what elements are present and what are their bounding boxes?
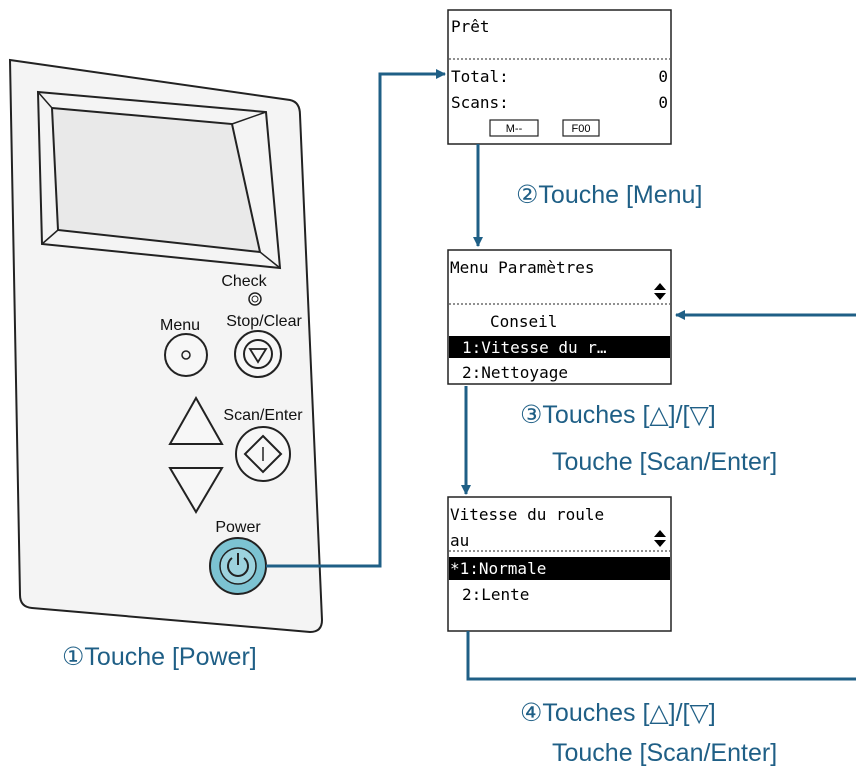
menu-item-selected: 1:Vitesse du r… <box>462 338 607 357</box>
scans-label: Scans: <box>451 93 509 112</box>
roller-title-line2: au <box>450 531 469 550</box>
step1-caption: ①Touche [Power] <box>62 643 257 671</box>
mode-badge: M-- <box>506 123 523 135</box>
menu-title: Menu Paramètres <box>450 258 595 277</box>
connector-power-to-ready <box>266 69 446 568</box>
scan-enter-button[interactable] <box>235 426 291 482</box>
up-triangle-icon <box>168 395 224 445</box>
scan-enter-label: Scan/Enter <box>223 407 303 424</box>
menu-item: 2:Nettoyage <box>462 363 568 382</box>
roller-title-line1: Vitesse du roule <box>450 505 604 524</box>
option-item: 2:Lente <box>462 585 529 604</box>
menu-button[interactable] <box>164 333 208 377</box>
code-badge: F00 <box>572 123 591 135</box>
step4-caption-line1: ④Touches [△]/[▽] <box>520 699 716 727</box>
step2-caption: ②Touche [Menu] <box>516 181 702 209</box>
step4-caption-line2: Touche [Scan/Enter] <box>552 739 777 767</box>
scroll-updown-icon <box>654 530 666 547</box>
menu-dot-icon <box>181 350 191 360</box>
lcd-screen-ready: Prêt Total: 0 Scans: 0 M-- F00 <box>447 9 672 145</box>
scroll-updown-icon <box>654 283 666 300</box>
option-item-selected: *1:Normale <box>450 559 546 578</box>
operator-panel: Check Menu Stop/Clear Scan/Enter <box>8 58 324 634</box>
total-value: 0 <box>658 67 668 86</box>
panel-lcd-screen <box>50 106 262 254</box>
step3-caption-line2: Touche [Scan/Enter] <box>552 448 777 476</box>
step3-caption-line1: ③Touches [△]/[▽] <box>520 401 716 429</box>
check-led <box>248 292 262 306</box>
status-text: Prêt <box>451 17 490 36</box>
total-label: Total: <box>451 67 509 86</box>
option-selection-highlight <box>449 557 670 580</box>
power-label: Power <box>215 519 261 536</box>
diamond-icon <box>243 434 283 474</box>
power-button[interactable] <box>209 537 267 595</box>
power-icon <box>227 553 249 577</box>
up-button[interactable] <box>168 395 224 445</box>
lcd-screen-menu: Menu Paramètres Conseil 1:Vitesse du r… … <box>447 249 672 385</box>
stop-triangle-icon <box>248 348 268 364</box>
stop-clear-button[interactable] <box>234 330 282 378</box>
lcd-screen-roller-speed: Vitesse du roule au *1:Normale 2:Lente <box>447 496 672 632</box>
down-button[interactable] <box>168 467 224 514</box>
menu-selection-highlight <box>449 336 670 358</box>
stop-clear-label: Stop/Clear <box>226 313 302 330</box>
menu-item: Conseil <box>490 312 557 331</box>
flow-connectors <box>266 69 856 681</box>
scans-value: 0 <box>658 93 668 112</box>
connector-roller-exit <box>466 631 856 681</box>
down-triangle-icon <box>168 467 224 514</box>
menu-label: Menu <box>160 317 200 334</box>
check-label: Check <box>221 273 267 290</box>
